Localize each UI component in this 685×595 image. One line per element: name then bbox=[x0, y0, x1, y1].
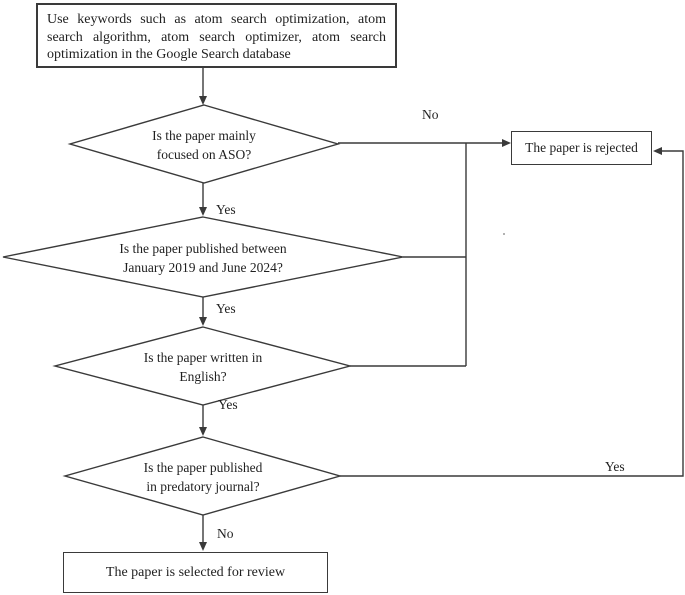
arrowhead-right-rejected bbox=[502, 139, 511, 147]
decision-1-diamond bbox=[67, 104, 341, 184]
decision-3-diamond bbox=[52, 326, 353, 406]
edge-label-d3-yes: Yes bbox=[218, 397, 238, 412]
decision-2-label: Is the paper published between January 2… bbox=[119, 239, 286, 277]
decision-3-line1: Is the paper written in bbox=[143, 350, 263, 365]
decision-2-line2: January 2019 and June 2024? bbox=[123, 260, 283, 275]
arrowhead-down-selected bbox=[199, 542, 207, 551]
selected-node-text: The paper is selected for review bbox=[105, 564, 286, 580]
decision-1-label: Is the paper mainly focused on ASO? bbox=[152, 126, 256, 164]
start-node: Use keywords such as atom search optimiz… bbox=[36, 3, 397, 68]
decision-diamonds bbox=[2, 104, 404, 516]
arrowhead-down-d2 bbox=[199, 207, 207, 216]
decision-3-line2: English? bbox=[179, 369, 227, 384]
arrowhead-down-d1 bbox=[199, 96, 207, 105]
decision-2-line1: Is the paper published between bbox=[119, 241, 287, 256]
decision-4-label: Is the paper published in predatory jour… bbox=[144, 458, 263, 496]
decision-4-line2: in predatory journal? bbox=[146, 479, 260, 494]
rejected-node: The paper is rejected bbox=[511, 131, 652, 165]
edge-label-d4-yes: Yes bbox=[605, 459, 625, 474]
edge-d4-yes-to-rejected bbox=[340, 150, 684, 477]
edge-label-d4-no: No bbox=[217, 526, 234, 541]
arrowhead-down-d3 bbox=[199, 317, 207, 326]
arrowhead-left-rejected bbox=[653, 147, 662, 155]
rejected-node-text: The paper is rejected bbox=[525, 140, 638, 155]
decision-1-line1: Is the paper mainly bbox=[152, 128, 256, 143]
edge-label-d1-no: No bbox=[422, 107, 439, 122]
decision-3-label: Is the paper written in English? bbox=[144, 348, 262, 386]
decision-4-diamond bbox=[62, 436, 343, 516]
selected-node: The paper is selected for review bbox=[63, 552, 328, 593]
decision-1-line2: focused on ASO? bbox=[156, 147, 252, 162]
connector-lines bbox=[199, 68, 684, 551]
stray-mark bbox=[503, 233, 505, 235]
decision-4-line1: Is the paper published bbox=[143, 460, 263, 475]
edge-label-d2-yes: Yes bbox=[216, 301, 236, 316]
arrowhead-down-d4 bbox=[199, 427, 207, 436]
decision-2-diamond bbox=[2, 216, 404, 298]
edge-label-d1-yes: Yes bbox=[216, 202, 236, 217]
start-node-text: Use keywords such as atom search optimiz… bbox=[47, 12, 386, 62]
